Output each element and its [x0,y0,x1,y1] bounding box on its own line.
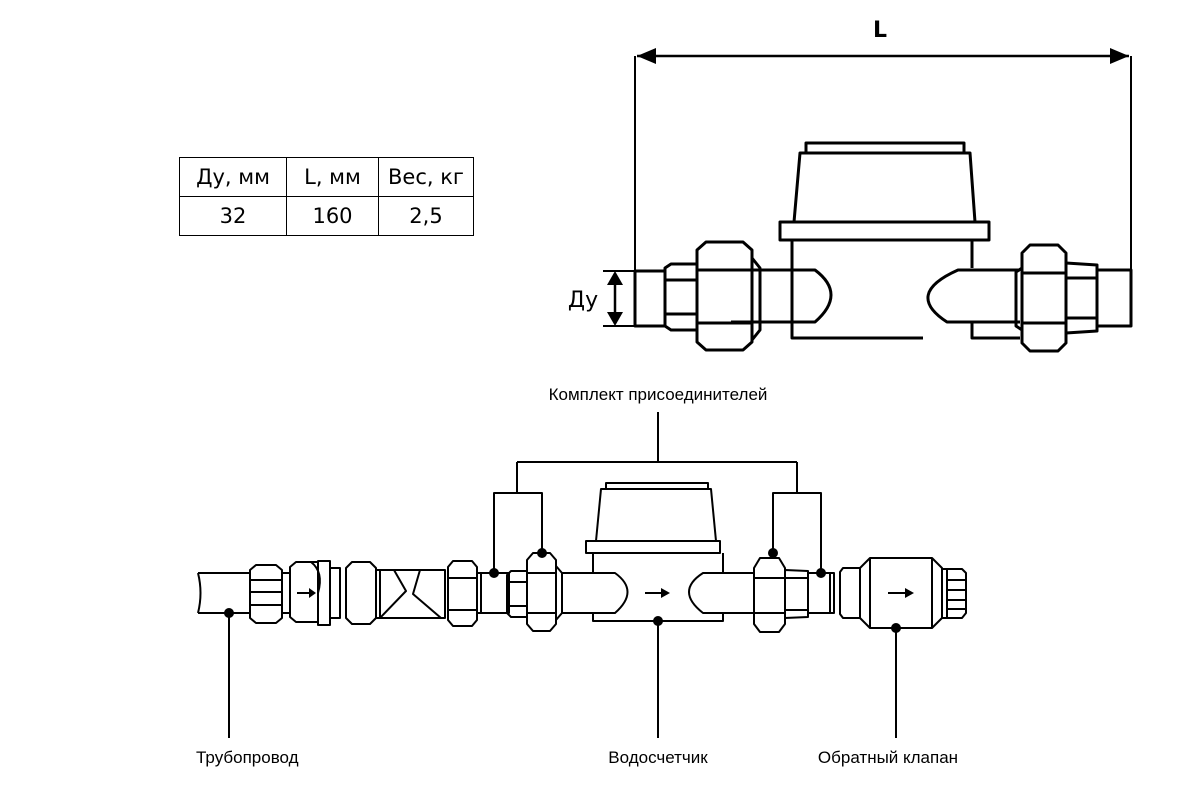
meter-body [778,141,1020,340]
callout-dot-connector-1 [489,568,499,578]
installation-scheme [197,412,967,738]
water-meter [585,482,724,622]
spec-table: Ду, мм L, мм Вес, кг 32 160 2,5 [179,157,474,236]
connector-kit-bracket [493,412,822,573]
pipeline [197,572,250,614]
header-length: L, мм [286,157,379,197]
right-connector-small-nut [784,569,809,619]
meter-housing-left [790,240,923,340]
arrow-up-icon [607,271,623,285]
arrow-right-icon [1110,48,1129,64]
callout-dot-connector-2 [537,548,547,558]
dimension-drawing [603,48,1133,353]
pipe-nut [249,564,283,624]
right-union-nut [1020,243,1068,353]
right-pipe-stub [1095,268,1133,328]
header-weight: Вес, кг [378,157,474,197]
meter-right-spigot [688,572,754,614]
length-label: L [873,18,887,43]
diameter-label: Ду [568,288,598,313]
meter-flange [778,220,991,242]
check-valve-label: Обратный клапан [818,748,958,767]
callout-dot-check-valve [891,623,901,633]
pipeline-label: Трубопровод [196,748,299,767]
right-connector-union-nut [753,557,786,633]
left-small-nut [663,262,699,332]
strainer-ring [317,560,331,626]
arrow-down-icon [607,312,623,326]
length-dimension [634,48,1132,326]
ball-valve [376,569,446,619]
left-spigot [731,268,833,324]
left-pipe-stub [633,269,667,328]
cell-du: 32 [179,196,287,236]
meter-flow-arrow-icon [661,588,670,598]
arrow-left-icon [637,48,656,64]
check-valve-flow-arrow-icon [905,588,914,598]
left-connector-union-nut [526,552,557,632]
flow-arrow-icon [309,588,316,598]
left-union-nut [695,240,754,352]
header-du: Ду, мм [179,157,287,197]
callout-dot-pipeline [224,608,234,618]
water-meter-label: Водосчетчик [608,748,708,767]
valve-outlet-nut [447,560,478,627]
diameter-dimension [603,270,635,327]
cell-length: 160 [286,196,379,236]
callout-dot-meter [653,616,663,626]
valve-nut [345,561,377,625]
check-valve [839,557,967,629]
right-small-nut [1064,261,1099,335]
right-spigot [926,268,1020,324]
meter-cap [792,151,977,224]
spec-table-header-row: Ду, мм L, мм Вес, кг [179,157,474,197]
callout-dot-connector-4 [816,568,826,578]
callout-dots [224,548,901,633]
spec-table-row: 32 160 2,5 [179,196,474,236]
connector-kit-label: Комплект присоединителей [549,385,768,404]
cell-weight: 2,5 [378,196,474,236]
callout-dot-connector-3 [768,548,778,558]
meter-left-spigot [562,572,629,614]
